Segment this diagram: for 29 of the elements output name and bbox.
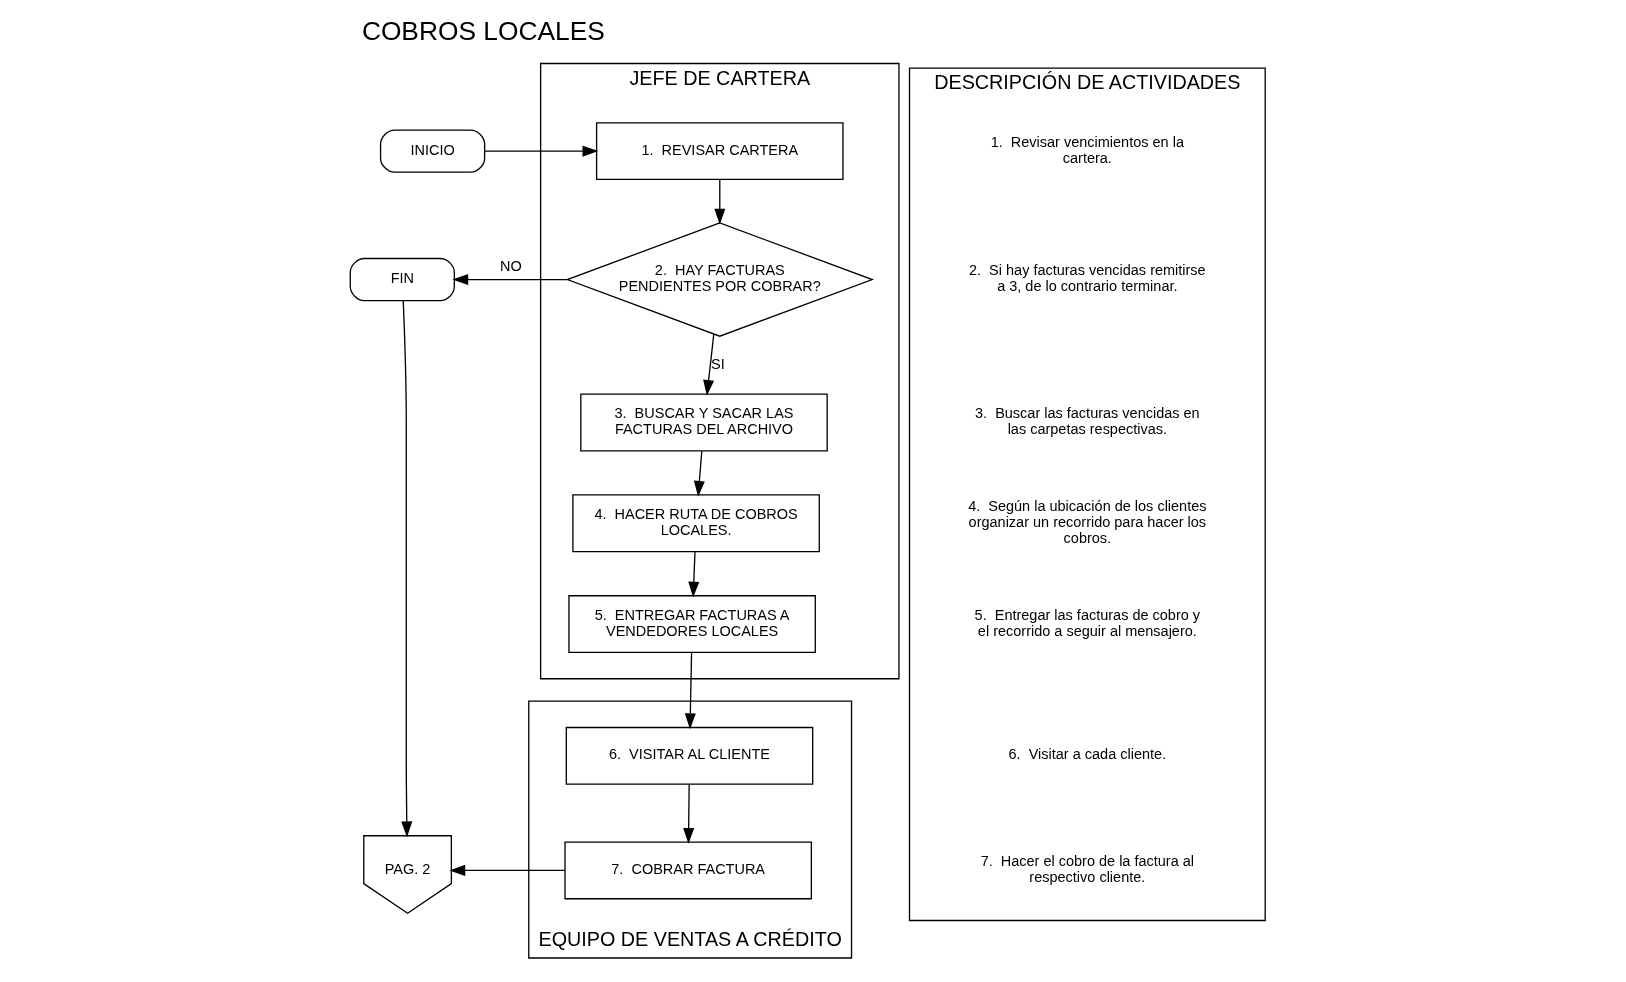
arrow — [401, 300, 413, 838]
label: 2. Si hay facturas vencidas remitirse a 3, de lo contrario terminar. — [969, 262, 1206, 295]
arrow — [683, 783, 695, 844]
node-box: 5. ENTREGAR FACTURAS A VENDEDORES LOCALES — [568, 595, 816, 654]
node-box: 1. REVISAR CARTERA — [595, 122, 844, 181]
node-box: INICIO — [379, 129, 486, 173]
node-box: 3. BUSCAR Y SACAR LAS FACTURAS DEL ARCHIVO — [580, 393, 828, 452]
arrow — [693, 450, 705, 497]
arrow — [452, 274, 568, 286]
arrow — [449, 864, 566, 876]
diagram-title: COBROS LOCALES — [361, 15, 605, 46]
arrow — [703, 333, 715, 396]
node-box: 7. COBRAR FACTURA — [564, 841, 812, 900]
label: 7. Hacer el cobro de la factura al respectivo cliente. — [980, 853, 1195, 885]
label: 3. Buscar las facturas vencidas en las carpetas respectivas. — [975, 405, 1200, 438]
arrow — [484, 145, 599, 157]
arrow — [714, 179, 726, 225]
label: 6. Visitar a cada cliente. — [1008, 746, 1167, 763]
arrow — [684, 652, 696, 730]
node-box: 4. HACER RUTA DE COBROS LOCALES. — [572, 494, 820, 553]
arrow — [688, 551, 700, 598]
node-diamond: 2. HAY FACTURAS PENDIENTES POR COBRAR? — [565, 222, 875, 337]
label: 1. Revisar vencimientos en la cartera. — [990, 133, 1184, 166]
edge-label: SI — [710, 355, 725, 372]
node-box: 6. VISITAR AL CLIENTE — [565, 726, 814, 785]
node-box: FIN — [349, 257, 455, 302]
edge-label: NO — [500, 258, 522, 275]
label: 4. Según la ubicación de los clientes organizar un recorrido para hacer los cobros. — [968, 498, 1207, 546]
label: 5. Entregar las facturas de cobro y el recorrido a seguir al mensajero. — [974, 606, 1201, 639]
